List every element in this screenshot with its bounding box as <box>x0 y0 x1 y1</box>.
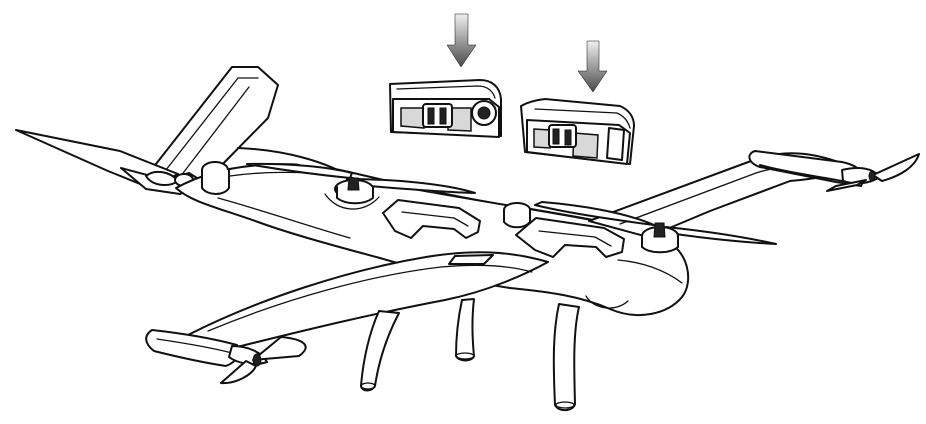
left-rear-motor-assembly <box>201 147 476 205</box>
front-right-motor-assembly <box>534 201 777 254</box>
down-arrow-icon <box>446 13 477 68</box>
installation-arrows <box>446 13 608 93</box>
left-wing <box>145 251 549 385</box>
camera-module-right <box>520 98 635 165</box>
down-arrow-icon <box>577 40 608 93</box>
right-wing <box>588 150 920 238</box>
rear-left-tail <box>15 66 279 195</box>
camera-bays <box>382 199 625 258</box>
camera-module-left <box>389 79 502 138</box>
landing-legs <box>360 298 580 412</box>
